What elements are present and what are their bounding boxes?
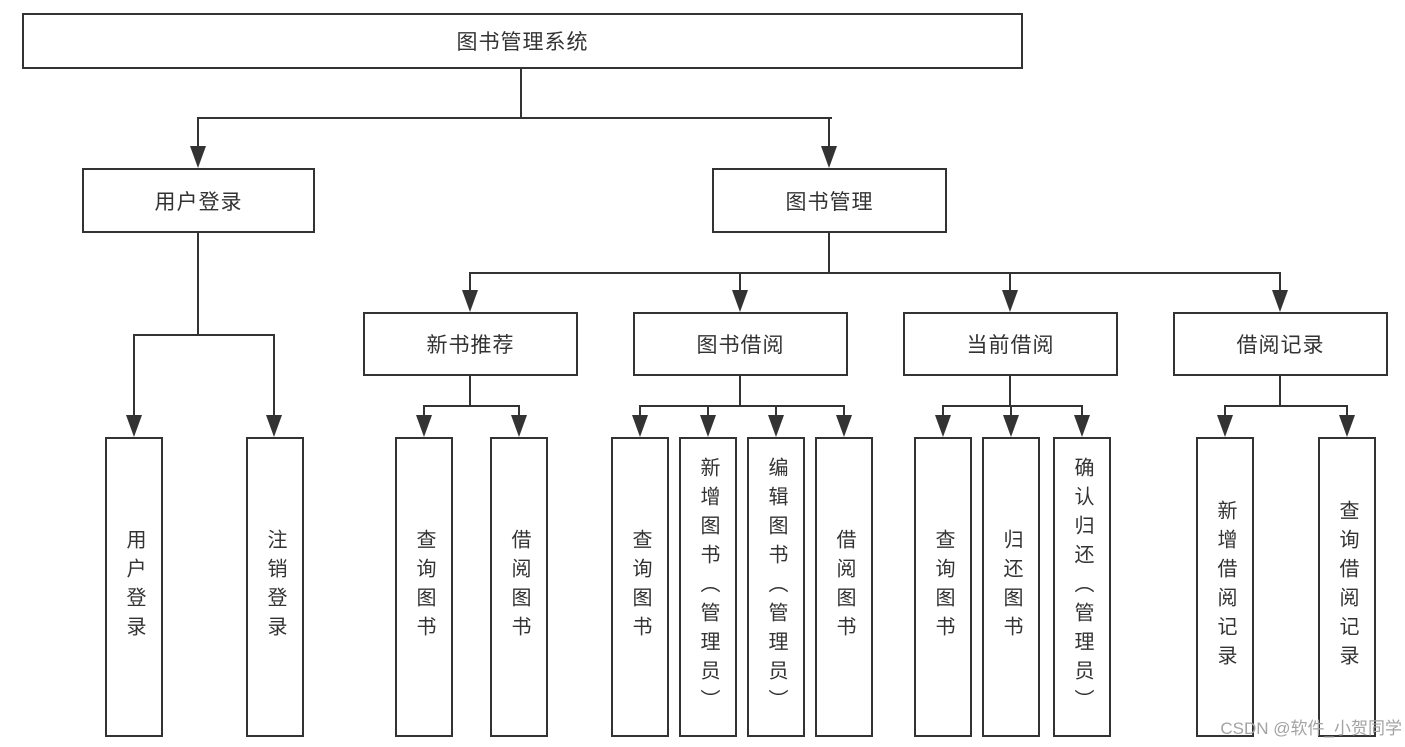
connector-book-mgmt-stem bbox=[828, 233, 830, 274]
node-book-management-label: 图书管理 bbox=[785, 190, 874, 214]
leaf-label: 编辑图书（管理员） bbox=[765, 456, 787, 718]
connector-l3-bar bbox=[1224, 405, 1348, 407]
arrow-down-icon bbox=[836, 415, 852, 437]
leaf-label: 新增借阅记录 bbox=[1214, 500, 1236, 674]
connector-l3-bar bbox=[942, 405, 1083, 407]
arrow-down-icon bbox=[416, 415, 432, 437]
connector-user-login-bar bbox=[133, 334, 275, 336]
connector-drop-leaf bbox=[1010, 405, 1012, 417]
connector-drop-leaf bbox=[942, 405, 944, 417]
connector-drop-leaf bbox=[1224, 405, 1226, 417]
connector-root-stem bbox=[520, 69, 522, 118]
node-root: 图书管理系统 bbox=[22, 13, 1023, 69]
leaf-label: 查询图书 bbox=[413, 529, 435, 645]
arrow-down-icon bbox=[1272, 290, 1288, 312]
leaf-return-books: 归还图书 bbox=[982, 437, 1040, 737]
connector-drop-level3 bbox=[469, 272, 471, 294]
node-current-borrow: 当前借阅 bbox=[903, 312, 1118, 376]
arrow-down-icon bbox=[1003, 415, 1019, 437]
arrow-down-icon bbox=[462, 290, 478, 312]
leaf-query-books-current: 查询图书 bbox=[914, 437, 972, 737]
arrow-down-icon bbox=[700, 415, 716, 437]
connector-drop-level3 bbox=[739, 272, 741, 294]
connector-drop-leaf bbox=[423, 405, 425, 417]
arrow-down-icon bbox=[1339, 415, 1355, 437]
arrow-down-icon bbox=[632, 415, 648, 437]
node-root-label: 图书管理系统 bbox=[456, 31, 589, 54]
connector-drop-leaf bbox=[1081, 405, 1083, 417]
node-user-login: 用户登录 bbox=[82, 168, 315, 233]
arrow-down-icon bbox=[266, 415, 282, 437]
leaf-query-borrow-record: 查询借阅记录 bbox=[1318, 437, 1376, 737]
node-new-book-recommend-label: 新书推荐 bbox=[426, 334, 515, 357]
node-current-borrow-label: 当前借阅 bbox=[966, 334, 1055, 357]
connector-drop-leaf bbox=[133, 334, 135, 419]
connector-book-mgmt-bar bbox=[469, 272, 1281, 274]
arrow-down-icon bbox=[821, 146, 837, 168]
arrow-down-icon bbox=[190, 146, 206, 168]
leaf-label: 新增图书（管理员） bbox=[697, 456, 719, 718]
node-book-management: 图书管理 bbox=[712, 168, 947, 233]
connector-drop-user-login bbox=[197, 117, 199, 150]
connector-drop-leaf bbox=[518, 405, 520, 417]
arrow-down-icon bbox=[768, 415, 784, 437]
leaf-query-books-borrow: 查询图书 bbox=[611, 437, 669, 737]
connector-l3-stem bbox=[1009, 376, 1011, 406]
connector-l3-bar bbox=[423, 405, 520, 407]
leaf-label: 查询借阅记录 bbox=[1336, 500, 1358, 674]
leaf-borrow-books: 借阅图书 bbox=[815, 437, 873, 737]
arrow-down-icon bbox=[126, 415, 142, 437]
connector-drop-leaf bbox=[639, 405, 641, 417]
leaf-label: 确认归还（管理员） bbox=[1071, 456, 1093, 718]
connector-root-bar bbox=[197, 117, 832, 119]
leaf-user-login: 用户登录 bbox=[105, 437, 163, 737]
leaf-edit-books-admin: 编辑图书（管理员） bbox=[747, 437, 805, 737]
node-user-login-label: 用户登录 bbox=[154, 190, 243, 214]
arrow-down-icon bbox=[1217, 415, 1233, 437]
node-book-borrow-label: 图书借阅 bbox=[696, 334, 785, 357]
connector-l3-stem bbox=[739, 376, 741, 406]
connector-drop-leaf bbox=[273, 334, 275, 419]
node-new-book-recommend: 新书推荐 bbox=[363, 312, 578, 376]
connector-drop-level3 bbox=[1279, 272, 1281, 294]
leaf-borrow-books-recommend: 借阅图书 bbox=[490, 437, 548, 737]
leaf-label: 借阅图书 bbox=[833, 529, 855, 645]
leaf-label: 查询图书 bbox=[932, 529, 954, 645]
leaf-logout: 注销登录 bbox=[246, 437, 304, 737]
arrow-down-icon bbox=[935, 415, 951, 437]
csdn-watermark: CSDN @软件_小贺同学 bbox=[1220, 719, 1402, 738]
connector-drop-leaf bbox=[775, 405, 777, 417]
connector-l3-stem bbox=[1279, 376, 1281, 406]
node-borrow-records: 借阅记录 bbox=[1173, 312, 1388, 376]
leaf-add-borrow-record: 新增借阅记录 bbox=[1196, 437, 1254, 737]
node-borrow-records-label: 借阅记录 bbox=[1236, 334, 1325, 357]
connector-drop-level3 bbox=[1009, 272, 1011, 294]
leaf-label: 查询图书 bbox=[629, 529, 651, 645]
arrow-down-icon bbox=[732, 290, 748, 312]
arrow-down-icon bbox=[511, 415, 527, 437]
node-book-borrow: 图书借阅 bbox=[633, 312, 848, 376]
connector-l3-stem bbox=[469, 376, 471, 406]
connector-drop-leaf bbox=[707, 405, 709, 417]
leaf-label: 借阅图书 bbox=[508, 529, 530, 645]
arrow-down-icon bbox=[1074, 415, 1090, 437]
connector-user-login-stem bbox=[197, 233, 199, 336]
leaf-confirm-return-admin: 确认归还（管理员） bbox=[1053, 437, 1111, 737]
connector-l3-bar bbox=[639, 405, 845, 407]
connector-drop-leaf bbox=[843, 405, 845, 417]
leaf-label: 用户登录 bbox=[123, 529, 145, 645]
leaf-query-books-recommend: 查询图书 bbox=[395, 437, 453, 737]
connector-drop-leaf bbox=[1346, 405, 1348, 417]
leaf-label: 归还图书 bbox=[1000, 529, 1022, 645]
connector-drop-book-mgmt bbox=[828, 117, 830, 150]
leaf-label: 注销登录 bbox=[264, 529, 286, 645]
leaf-add-books-admin: 新增图书（管理员） bbox=[679, 437, 737, 737]
arrow-down-icon bbox=[1002, 290, 1018, 312]
